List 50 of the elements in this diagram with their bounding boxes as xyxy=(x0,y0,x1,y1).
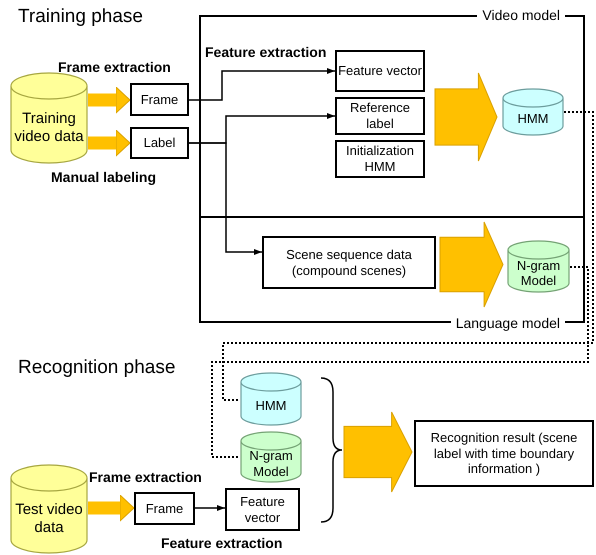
database-cylinder xyxy=(507,240,570,293)
node-text: Feature vector xyxy=(239,494,286,526)
block-arrow xyxy=(344,412,413,492)
node-text: Training video data xyxy=(13,108,85,147)
step-label: Feature extraction xyxy=(205,44,326,60)
dotted-connector xyxy=(211,266,589,458)
node-text: Initialization HMM xyxy=(345,143,415,175)
process-box xyxy=(262,236,436,289)
block-arrow xyxy=(88,86,130,114)
node-text: Label xyxy=(144,135,176,151)
process-box xyxy=(130,83,189,116)
block-arrow xyxy=(88,494,134,522)
process-box xyxy=(134,492,195,525)
node-text: Reference label xyxy=(349,100,411,132)
database-cylinder xyxy=(240,431,302,483)
node-text: Test video data xyxy=(14,500,84,538)
arrow xyxy=(195,505,225,511)
section-heading: Training phase xyxy=(18,6,143,28)
process-box xyxy=(335,97,425,135)
database-cylinder xyxy=(10,72,88,164)
block-arrow xyxy=(434,72,498,162)
arrow xyxy=(189,142,262,255)
process-box xyxy=(130,127,189,159)
dotted-connector xyxy=(222,111,594,401)
node-text: Scene sequence data (compound scenes) xyxy=(285,246,413,278)
node-text: N-gram Model xyxy=(248,449,294,478)
step-label: Frame extraction xyxy=(58,59,171,75)
node-text: Recognition result (scene label with time boundary information ) xyxy=(430,430,578,477)
group-label: Language model xyxy=(450,315,565,331)
database-cylinder xyxy=(10,464,88,554)
node-text: Frame xyxy=(140,92,178,108)
node-text: HMM xyxy=(516,110,550,128)
database-cylinder xyxy=(240,372,302,426)
node-text: Frame xyxy=(146,500,184,516)
block-arrow xyxy=(88,130,130,156)
block-arrow xyxy=(440,222,504,308)
database-cylinder xyxy=(502,88,564,136)
step-label: Feature extraction xyxy=(161,535,282,551)
process-box xyxy=(335,50,425,92)
group-label: Video model xyxy=(477,7,565,23)
section-heading: Recognition phase xyxy=(18,357,176,379)
node-text: Feature vector xyxy=(338,63,422,79)
step-label: Frame extraction xyxy=(89,469,202,485)
process-box xyxy=(335,140,425,178)
process-box xyxy=(414,420,594,487)
step-label: Manual labeling xyxy=(51,169,156,185)
node-text: HMM xyxy=(254,396,288,415)
process-box xyxy=(225,488,300,531)
node-text: N-gram Model xyxy=(516,258,562,288)
arrow xyxy=(189,68,335,101)
